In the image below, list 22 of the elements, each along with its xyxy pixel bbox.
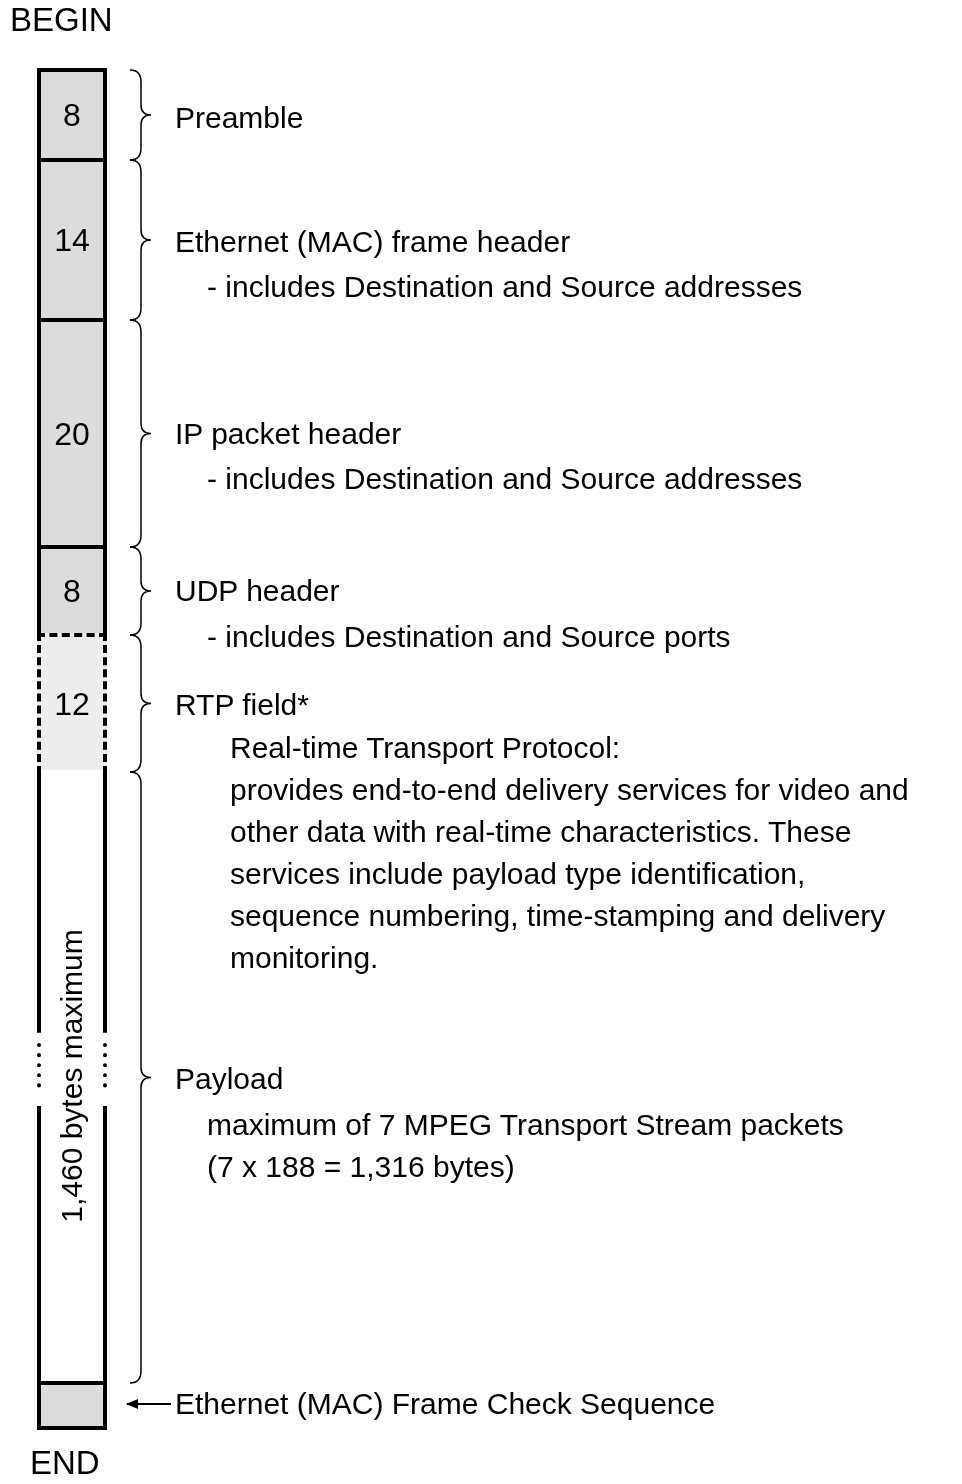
field-label: UDP header bbox=[175, 573, 340, 609]
byte-count: 8 bbox=[63, 99, 81, 131]
field-label: RTP field* bbox=[175, 687, 309, 723]
field-label: Ethernet (MAC) frame header bbox=[175, 224, 571, 260]
byte-count: 8 bbox=[63, 575, 81, 607]
field-description: (7 x 188 = 1,316 bytes) bbox=[207, 1149, 515, 1185]
field-description: - includes Destination and Source addresses bbox=[207, 461, 803, 497]
field-description: provides end-to-end delivery services for video and other data with real-time characteristics. These services include payload type identification, sequence numbering, time-stamping and delivery monitoring. bbox=[230, 772, 910, 976]
field-description: maximum of 7 MPEG Transport Stream packets bbox=[207, 1107, 844, 1143]
byte-count: 14 bbox=[54, 224, 90, 256]
field-label: Preamble bbox=[175, 100, 304, 136]
end-marker-label: BEGIN bbox=[10, 3, 113, 36]
field-description: - includes Destination and Source ports bbox=[207, 619, 731, 655]
byte-count: 20 bbox=[54, 417, 90, 450]
arrow bbox=[126, 1399, 172, 1409]
field-label: Ethernet (MAC) Frame Check Sequence bbox=[175, 1386, 716, 1422]
field-label: Payload bbox=[175, 1061, 284, 1097]
field-label: IP packet header bbox=[175, 416, 402, 452]
field-description: - includes Destination and Source addresses bbox=[207, 269, 803, 305]
field-description: Real-time Transport Protocol: bbox=[230, 730, 621, 766]
end-marker-label: END bbox=[30, 1446, 100, 1479]
byte-count: 12 bbox=[54, 687, 90, 720]
